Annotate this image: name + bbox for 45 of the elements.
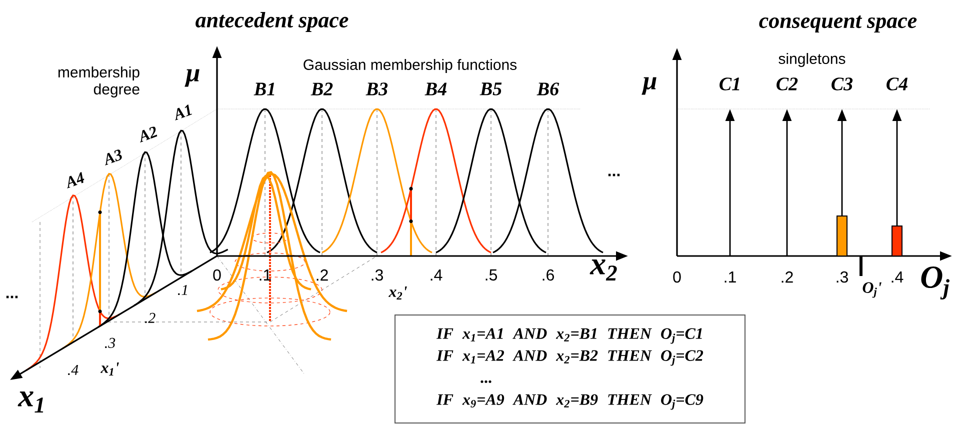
chart-title: Gaussian membership functions [304,59,517,73]
heading: consequent space [759,15,917,33]
ellipsis: ... [608,174,620,176]
tick-label: 0 [213,269,221,281]
tick-label: .3 [105,338,116,348]
singleton-label: C1 [720,78,740,90]
input-label: x$_{2}$' [388,286,407,300]
curve-label: B6 [536,82,560,96]
axis-label: μ [642,77,656,95]
tick-label: .4 [430,269,442,280]
tick-label: .6 [542,269,554,281]
singleton-label: C4 [886,78,908,90]
chart-title: singletons [778,53,846,67]
tick-label: .5 [486,269,497,281]
curve-label: B2 [310,82,333,96]
axis-label: O$_{j}$ [921,266,950,300]
axis-label: x$_{2}$ [590,260,617,280]
tick-label: .3 [836,271,848,283]
curve-label: B4 [424,82,447,96]
curve-label: B5 [480,82,502,96]
heading: antecedent space [196,12,348,32]
curve-label: B1 [254,82,274,96]
axis-label: x$_{1}$ [18,392,44,412]
tick-label: .2 [316,269,328,281]
axis-label: μ [184,69,200,87]
tick-label: .4 [892,271,904,282]
output-label: O$_{j}$' [862,282,882,298]
curve-label: A3 [105,150,122,166]
ellipsis: ... [6,296,18,298]
curve-label: B3 [366,82,388,96]
curve-label: A1 [175,104,192,120]
tick-label: .4 [68,364,78,376]
tick-label: .1 [178,284,188,296]
singleton-label: C3 [832,78,853,90]
curve-label: A2 [140,126,158,142]
curve-label: A4 [67,172,84,188]
singleton-label: C2 [776,78,798,90]
tick-label: .2 [782,271,793,283]
input-label: x$_{1}$' [100,362,119,376]
axis-title: membership degree [58,66,140,98]
tick-label: 0 [673,271,681,283]
tick-label: .1 [260,269,271,280]
tick-label: .3 [372,269,383,281]
tick-label: .2 [145,312,156,324]
tick-label: .1 [724,271,736,282]
